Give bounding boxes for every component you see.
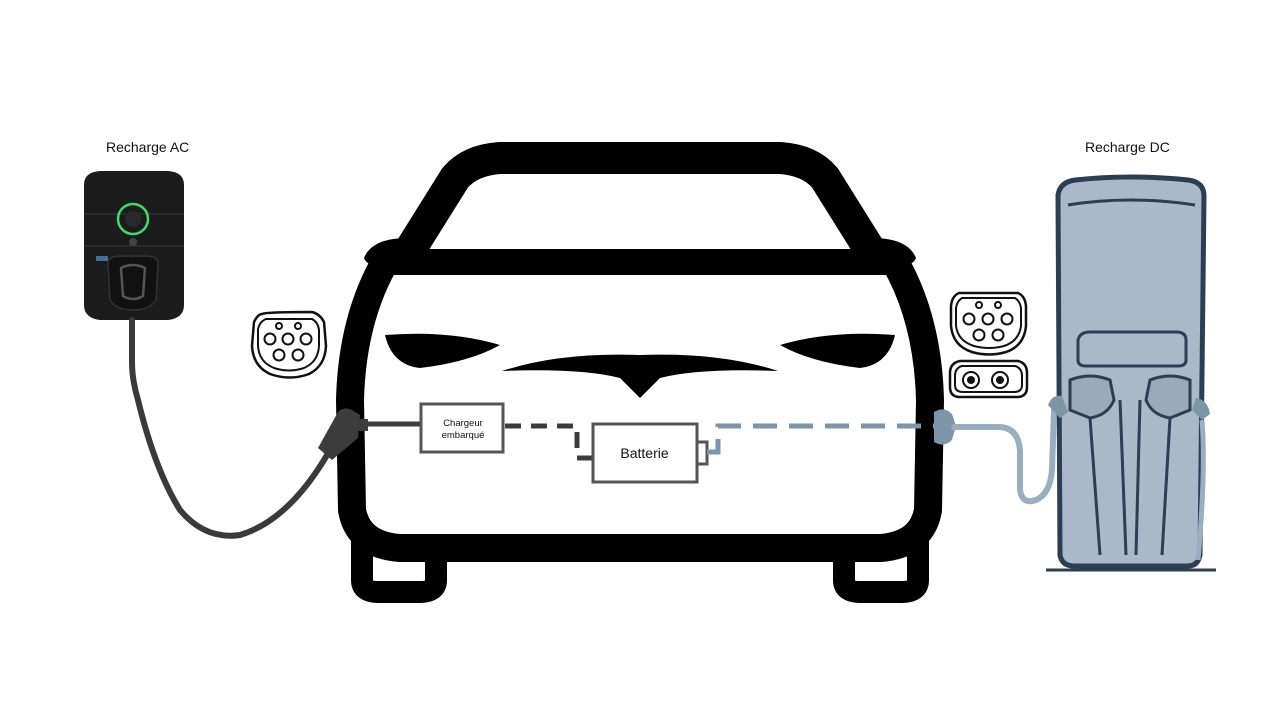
type2-connector-icon [250,310,328,379]
ac-cable [129,317,333,539]
dc-charging-station-icon [1046,174,1216,572]
battery-icon [591,422,709,484]
car-details [364,238,916,398]
onboard-charger-label-line1: Chargeur [443,418,483,429]
dc-cable [951,407,1057,505]
dc-link-dashed [707,423,938,455]
ac-dc-link-dashed [505,423,592,461]
ac-wallbox-icon [84,171,184,320]
ccs-combo-connector-icon [948,291,1029,399]
ac-charging-title: Recharge AC [106,139,190,155]
right-headlight [780,333,895,368]
right-mirror [872,238,916,270]
front-logo [502,354,778,398]
dc-charging-title: Recharge DC [1085,139,1170,155]
onboard-charger-label: Chargeur embarqué [422,418,504,442]
car-front-icon [336,142,944,603]
onboard-charger-box [419,402,505,454]
onboard-charger-label-line2: embarqué [441,430,485,441]
dc-plug [934,409,956,445]
ac-plug [318,408,360,460]
left-mirror [364,238,408,270]
left-headlight [385,333,500,368]
battery-label: Batterie [620,445,669,461]
